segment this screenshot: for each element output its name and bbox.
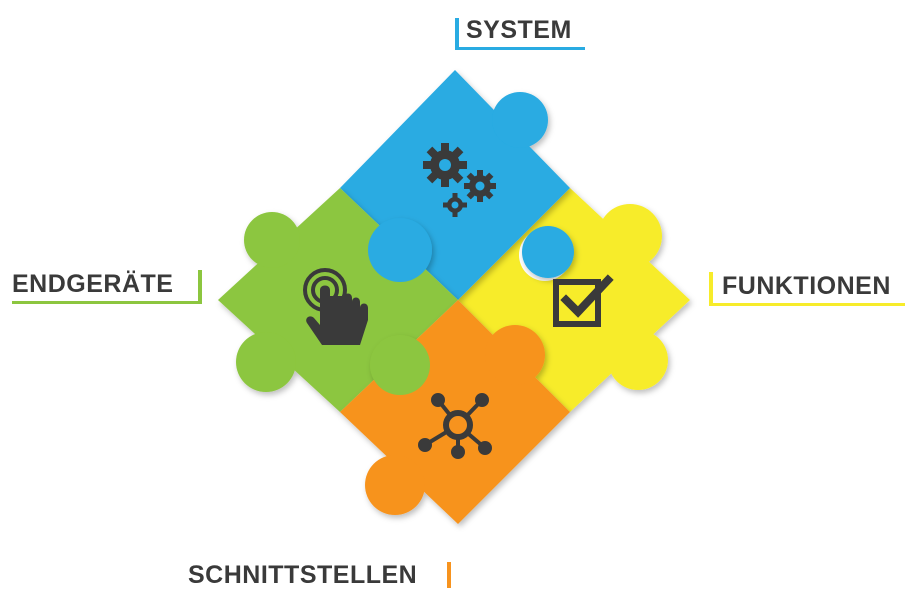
funktionen-label-bar: [709, 272, 713, 306]
piece-system-knob-lowright: [522, 226, 574, 278]
label-funktionen: FUNKTIONEN: [722, 272, 891, 300]
schnittstellen-label-bar: [447, 562, 451, 588]
checkbox-icon: [553, 274, 614, 327]
piece-funktionen-knob-bottom: [608, 330, 668, 390]
piece-schnittstellen-notch: [370, 335, 430, 395]
label-schnittstellen: SCHNITTSTELLEN: [188, 561, 418, 589]
label-endgeraete: ENDGERÄTE: [12, 270, 174, 298]
piece-endgeraete-notch: [368, 218, 432, 282]
piece-schnittstellen-knob-left: [365, 455, 425, 515]
piece-schnittstellen-knob-right: [485, 325, 545, 385]
system-label-underline: [455, 47, 585, 50]
endgeraete-label-bar: [198, 270, 202, 304]
system-label-bar: [455, 18, 459, 50]
funktionen-label-underline: [709, 303, 905, 306]
piece-system-knob-right: [492, 92, 548, 148]
endgeraete-label-underline: [12, 301, 202, 304]
piece-endgeraete-knob-bottom: [236, 332, 296, 392]
touch-hand-icon: [303, 268, 368, 345]
piece-funktionen-knob-top: [598, 204, 662, 268]
gears-icon: [423, 143, 496, 217]
label-system: SYSTEM: [466, 16, 572, 44]
piece-endgeraete-knob-top: [244, 212, 300, 268]
network-hub-icon: [418, 393, 492, 459]
